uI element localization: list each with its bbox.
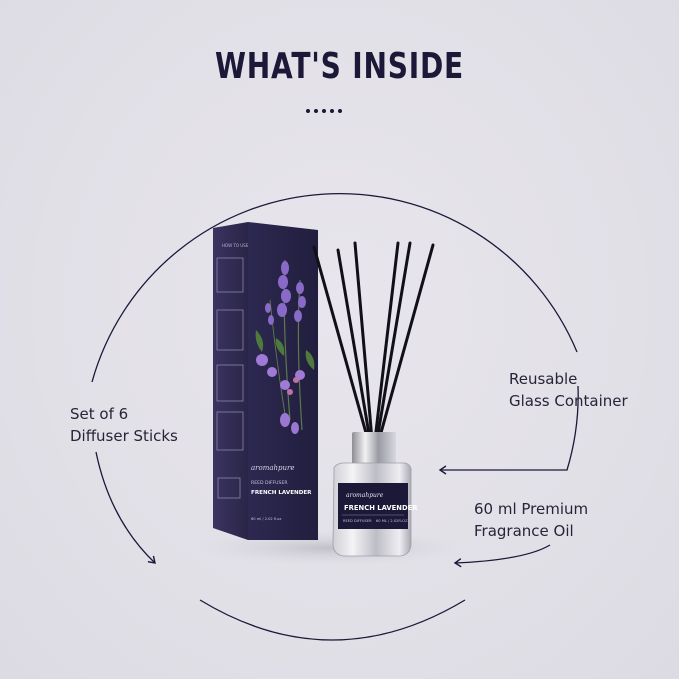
oil-arrow — [453, 544, 551, 568]
lavender-illustration — [255, 259, 315, 434]
box-type: REED DIFFUSER — [251, 480, 288, 486]
label-diffuser-sticks: Set of 6 Diffuser Sticks — [70, 405, 178, 445]
container-arrow — [438, 385, 579, 475]
box-volume: 60 ml / 2.02 fl.oz — [251, 517, 281, 521]
label-glass-container: Reusable Glass Container — [509, 370, 628, 410]
box-name: FRENCH LAVENDER — [251, 490, 312, 496]
bottle-type: REED DIFFUSER — [343, 519, 372, 523]
bottle-label — [338, 483, 408, 529]
how-to-use-label: HOW TO USE — [222, 243, 249, 248]
bottle-cap — [352, 432, 396, 470]
top-arc — [91, 192, 578, 383]
bottle-brand: aromahpure — [346, 492, 384, 499]
title-divider — [306, 109, 342, 113]
label-fragrance-oil: 60 ml Premium Fragrance Oil — [474, 500, 589, 540]
box-side — [213, 222, 248, 540]
page-title: WHAT'S INSIDE — [214, 46, 465, 87]
diffuser-sticks — [312, 241, 435, 442]
bottom-arc — [199, 599, 466, 641]
bottle-name: FRENCH LAVENDER — [344, 504, 418, 512]
sticks-arrow — [95, 451, 156, 564]
bottle-volume: 60 ML / 2.02FLOZ — [376, 519, 408, 523]
box-brand: aromahpure — [251, 464, 295, 472]
